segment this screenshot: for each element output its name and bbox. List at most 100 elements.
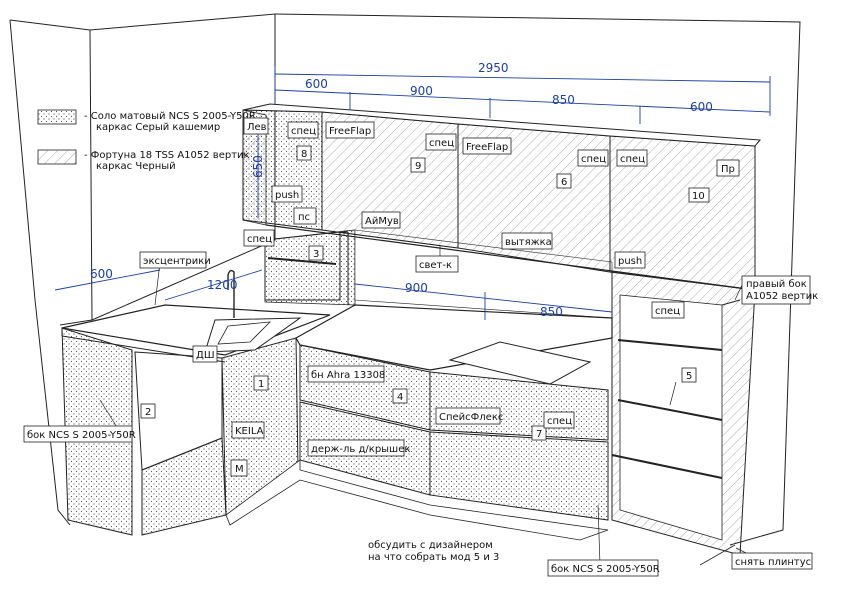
label-obsudit-1: обсудить с дизайнером [368,540,493,551]
label-spec-u4: спец [616,149,648,167]
shelf-module-3 [264,231,349,305]
dim-upper-2: 900 [410,84,433,98]
drawer-7-top [429,371,609,441]
label-text: KEILA [235,426,264,437]
label-derzh: держ-ль д/крышек [307,439,410,457]
label-text: push [618,256,642,267]
label-text: держ-ль д/крышек [311,444,410,455]
dim-left-depth: 600 [90,267,113,281]
label-text: правый бок [746,279,807,290]
legend-2-line1: - Фортуна 18 TSS A1052 вертик [84,150,250,161]
label-num-5: 5 [681,367,697,383]
label-push-u4: push [614,251,646,269]
label-text: бн Ahra 13308 [311,370,385,381]
label-text: спец [429,138,454,149]
tall-module-5 [611,271,756,566]
legend-2-line2: каркас Черный [96,161,176,172]
legend-swatch-hatch [37,149,77,165]
label-push-u1: push [271,185,303,203]
label-text: A1052 вертик [746,291,818,302]
plinth [225,459,609,541]
label-text: свет-к [419,260,452,271]
label-text: снять плинтус [735,557,811,568]
dim-upper-3: 850 [552,93,575,107]
label-num-1: 1 [253,375,269,391]
label-text: СпейсФлекс [439,412,503,423]
label-text: FreeFlap [329,126,371,137]
left-counter-top [61,304,331,356]
dim-counter-2: 850 [540,305,563,319]
label-text: 7 [536,429,542,440]
label-ekscentriki: эксцентрики [139,251,211,269]
label-text: пс [298,212,310,223]
label-snyat: снять плинтус [731,552,813,570]
legend-1-line1: - Соло матовый NCS S 2005-Y50R [84,111,256,122]
label-lev: Лев [243,117,269,135]
dim-upper-4: 600 [690,100,713,114]
label-text: эксцентрики [143,256,211,267]
label-bok-right: бок NCS S 2005-Y50R [547,559,660,577]
label-spec-lower: спец [543,411,575,429]
legend-swatch-dots [37,109,77,125]
dimension-lines [54,66,771,320]
label-text: М [235,464,244,475]
label-text: 9 [415,161,421,172]
label-ps: пс [293,207,317,225]
label-num-2: 2 [140,403,156,419]
label-bok-left: бок NCS S 2005-Y50R [23,425,136,443]
label-spec-wall: спец [243,229,275,247]
label-aimove: АйМув [361,211,401,229]
label-m: М [230,459,248,477]
label-freeflap-2: FreeFlap [462,137,512,155]
dim-height-upper: 650 [251,155,265,178]
backsplash-panel [264,229,356,306]
label-num-6: 6 [556,173,572,189]
labels: Лев спец 8 push пс FreeFlap спец 9 АйМув… [23,117,818,577]
label-keila: KEILA [231,421,265,439]
label-pr: Пр [716,159,740,177]
label-text: спец [547,416,572,427]
sink [204,269,302,353]
label-num-9: 9 [410,157,426,173]
drawer-7-bottom [429,431,609,521]
label-text: 2 [145,407,151,418]
label-text: бок NCS S 2005-Y50R [27,430,136,441]
label-obsudit-2: на что собрать мод 5 и 3 [368,552,499,563]
base-left [61,304,331,536]
label-text: спец [620,154,645,165]
label-num-7: 7 [531,425,547,441]
dim-counter-1: 900 [405,281,428,295]
label-spec-u2: спец [425,133,457,151]
label-text: АйМув [365,216,399,227]
legend-1-line2: каркас Серый кашемир [96,122,220,133]
label-text: вытяжка [505,237,552,248]
label-text: 4 [397,392,403,403]
label-freeflap-1: FreeFlap [325,121,375,139]
label-spec-u1: спец [287,121,319,139]
label-num-3: 3 [308,245,324,261]
label-text: спец [291,126,316,137]
label-text: спец [247,234,272,245]
label-num-8: 8 [296,145,312,161]
label-bn-ahra: бн Ahra 13308 [307,365,385,383]
label-text: спец [581,154,606,165]
dim-left-run: 1200 [207,278,238,292]
label-vytyazhka: вытяжка [501,232,553,250]
upper-cabinet-top [242,103,762,147]
label-svet: свет-к [415,255,459,273]
label-text: 8 [301,149,307,160]
label-text: Пр [721,164,735,175]
label-text: ДШ [196,350,215,361]
label-text: бок NCS S 2005-Y50R [551,564,660,575]
label-text: 5 [686,371,692,382]
label-spec-col: спец [651,301,685,319]
dim-upper-1: 600 [305,77,328,91]
label-num-4: 4 [392,388,408,404]
label-text: FreeFlap [466,142,508,153]
label-num-10: 10 [688,187,710,203]
label-text: push [275,190,299,201]
label-text: 6 [561,177,567,188]
hob [448,341,592,385]
